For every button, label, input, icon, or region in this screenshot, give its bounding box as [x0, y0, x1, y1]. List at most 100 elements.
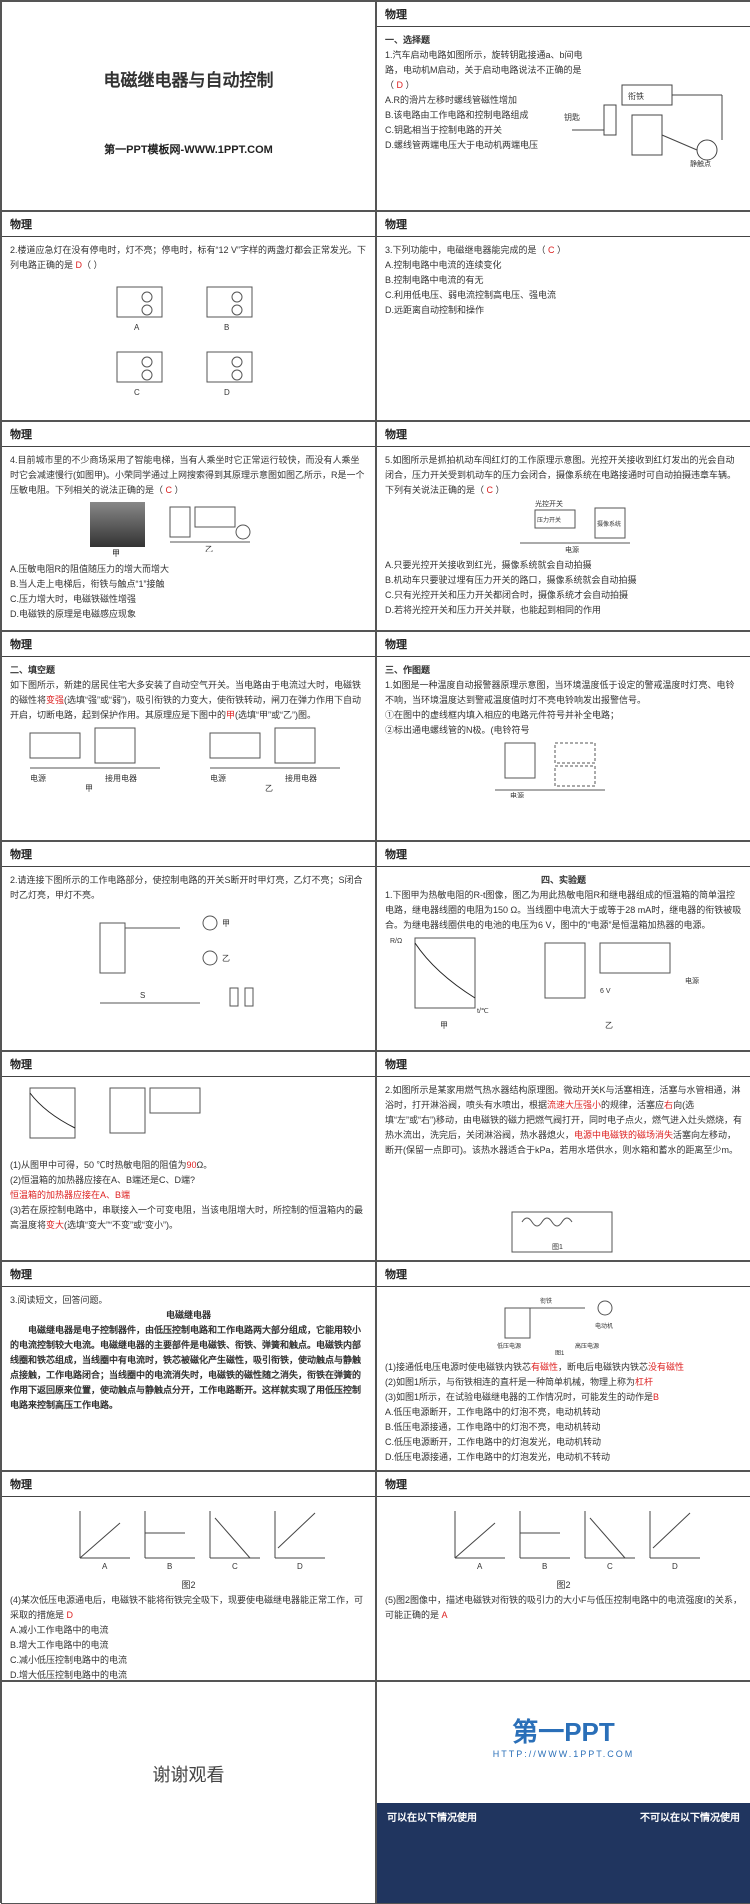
label: 乙	[265, 784, 273, 793]
option: B.当人走上电梯后，衔铁与触点“1”接触	[10, 579, 165, 589]
question-text: 1.汽车启动电路如图所示，旋转钥匙接通a、b间电路，电动机M启动，关于启动电路说…	[385, 50, 583, 90]
q-stem: (选填“变大”“不变”或“变小”)。	[64, 1220, 179, 1230]
q-stem: 2.楼道应急灯在没有停电时，灯不亮；停电时，标有“12 V”字样的两盏灯都会正常…	[10, 245, 367, 270]
label: 钥匙	[564, 112, 580, 122]
slide-subject: 物理	[385, 1269, 407, 1281]
q-stem: (4)某次低压电源通电后，电磁铁不能将衔铁完全吸下，现要使电磁继电器能正常工作，…	[10, 1595, 364, 1620]
figures: 甲 乙	[90, 502, 367, 558]
divider	[377, 1286, 750, 1287]
option-label: A	[134, 323, 140, 332]
axis-label: R/Ω	[390, 938, 402, 945]
graph-options: A B C D	[454, 1511, 700, 1571]
slide-read-q5: 物理 A B C D 图2 (5)图2图像中，描述电磁铁对衔铁的吸引力的大小F与…	[376, 1471, 750, 1681]
divider	[2, 1496, 375, 1497]
option-label: B	[224, 323, 229, 332]
sub-question: (2)恒温箱的加热器应接在A、B端还是C、D端?	[10, 1175, 196, 1185]
options: ①在图中的虚线框内填入相应的电路元件符号并补全电路； ②标出通电螺线管的N极。(…	[385, 708, 742, 738]
elevator-circuit: 乙	[169, 506, 251, 552]
option: D.低压电源接通，工作电路中的灯泡发光，电动机不转动	[385, 1452, 611, 1462]
answer: 有磁性	[531, 1362, 559, 1372]
escalator-photo: 甲	[90, 502, 145, 558]
slide-subject: 物理	[385, 429, 407, 441]
q-stem: (1)从图甲中可得，50 ℃时热敏电阻的阻值为	[10, 1160, 187, 1170]
slide-fill-1: 物理 二、填空题 如下图所示，新建的居民住宅大多安装了自动空气开关。当电路由于电…	[1, 631, 376, 841]
alarm-circuit: 电源	[495, 742, 605, 800]
slide-exp-1: 物理 四、实验题 1.下图甲为热敏电阻的R-t图像，图乙为用此热敏电阻R和继电器…	[376, 841, 750, 1051]
answer: D	[75, 260, 83, 270]
label: 6 V	[600, 988, 611, 995]
question-text: 1.如图是一种温度自动报警器原理示意图，当环境温度低于设定的警戒温度时灯亮、电铃…	[385, 680, 735, 705]
graph-options: A B C D	[79, 1511, 325, 1571]
label: 图1	[555, 1350, 565, 1355]
option-label: D	[672, 1562, 678, 1571]
option: B.机动车只要驶过埋有压力开关的路口，摄像系统就会自动拍摄	[385, 575, 637, 585]
article-title: 电磁继电器	[165, 1310, 211, 1320]
option: D.远距离自动控制和操作	[385, 305, 485, 315]
label: 摄像系统	[597, 520, 621, 528]
usage-allowed-heading: 可以在以下情况使用	[387, 1813, 477, 1824]
circuit-options-diagram: A B C D	[116, 286, 253, 397]
fig-label: 甲	[112, 549, 120, 558]
fig-label: 乙	[605, 1021, 613, 1030]
options: A.控制电路中电流的连续变化 B.控制电路中电流的有无 C.利用低电压、弱电流控…	[385, 258, 742, 318]
answer: C	[165, 485, 173, 495]
label: 高压电源	[575, 1342, 599, 1350]
divider	[2, 656, 375, 657]
slide-read-q4: 物理 A B C D 图2 (4)某次低压电源通电后，电磁铁不能将衔铁完全吸下，…	[1, 1471, 376, 1681]
slide-subject: 物理	[385, 639, 407, 651]
option-label: A	[477, 1562, 483, 1571]
divider	[2, 866, 375, 867]
fig-label: 图1	[552, 1243, 563, 1251]
question-text: 3.下列功能中，电磁继电器能完成的是（ C ）	[385, 245, 567, 255]
slide-subject: 物理	[10, 1059, 32, 1071]
lamp-circuit: 甲 乙 S	[99, 915, 254, 1007]
usage-panel: 可以在以下情况使用 不可以在以下情况使用	[377, 1803, 750, 1903]
slide-subject: 物理	[10, 639, 32, 651]
slide-read: 物理 3.阅读短文，回答问题。 电磁继电器 电磁继电器是电子控制器件，由低压控制…	[1, 1261, 376, 1471]
label: 乙	[222, 954, 230, 963]
option: D.若将光控开关和压力开关并联，也能起到相同的作用	[385, 605, 602, 615]
q-stem: Ω。	[196, 1160, 213, 1170]
sub-question: (3)若在原控制电路中，串联接入一个可变电阻，当该电阻增大时，所控制的恒温箱内的…	[10, 1203, 367, 1233]
q-stem: 2.如图所示是某家用燃气热水器结构原理图。微动开关K与活塞相连，活塞与水管相通，…	[385, 1085, 741, 1110]
option: C.减小低压控制电路中的电流	[10, 1655, 128, 1665]
answer: 变强	[46, 695, 65, 705]
q-stem: kPa，若用水塔供水，则水箱和蓄水的距离至少	[535, 1145, 722, 1155]
thermistor-figures-small	[29, 1087, 201, 1139]
section-title: 三、作图题	[385, 665, 431, 675]
options: A.只要光控开关接收到红光，摄像系统就会自动拍摄 B.机动车只要驶过埋有压力开关…	[385, 558, 742, 618]
option-label: A	[102, 1562, 108, 1571]
slide-q2: 物理 2.楼道应急灯在没有停电时，灯不亮；停电时，标有“12 V”字样的两盏灯都…	[1, 211, 376, 421]
answer: 杠杆	[635, 1377, 654, 1387]
slide-q3: 物理 3.下列功能中，电磁继电器能完成的是（ C ） A.控制电路中电流的连续变…	[376, 211, 750, 421]
section-title: 一、选择题	[385, 35, 431, 45]
answer: D	[66, 1610, 74, 1620]
label: 电动机	[595, 1322, 613, 1330]
divider	[377, 236, 750, 237]
slide-q1: 物理 一、选择题 1.汽车启动电路如图所示，旋转钥匙接通a、b间电路，电动机M启…	[376, 1, 750, 211]
divider	[2, 236, 375, 237]
usage-headings: 可以在以下情况使用 不可以在以下情况使用	[387, 1809, 740, 1824]
option: B.控制电路中电流的有无	[385, 275, 484, 285]
label: 电源	[565, 545, 579, 553]
relay-figure: 衔铁 电动机 低压电源 高压电源 图1	[497, 1297, 613, 1357]
answer: 变大	[46, 1220, 65, 1230]
answer: 没有磁性	[648, 1362, 685, 1372]
fig-label: 图2	[181, 1580, 196, 1590]
sub-question: (1)接通低电压电源时使电磁铁内铁芯有磁性，断电后电磁铁内铁芯没有磁性	[385, 1360, 742, 1375]
slide-subject: 物理	[10, 429, 32, 441]
q-stem: 向	[673, 1100, 683, 1110]
cover-slide: 电磁继电器与自动控制 第一PPT模板网-WWW.1PPT.COM	[1, 1, 376, 211]
article-body: 电磁继电器是电子控制器件，由低压控制电路和工作电路两大部分组成，它能用较小的电流…	[10, 1325, 362, 1410]
q-stem: 3.下列功能中，电磁继电器能完成的是	[385, 245, 537, 255]
divider	[2, 446, 375, 447]
q-stem: (保留一点即可)。该热水器适合于	[403, 1145, 536, 1155]
question-text: (4)某次低压电源通电后，电磁铁不能将衔铁完全吸下，现要使电磁继电器能正常工作，…	[10, 1593, 367, 1623]
slide-q4: 物理 4.目前城市里的不少商场采用了智能电梯，当有人乘坐时它正常运行较快，而没有…	[1, 421, 376, 631]
option: A.减小工作电路中的电流	[10, 1625, 109, 1635]
slide-draw-1: 物理 三、作图题 1.如图是一种温度自动报警器原理示意图，当环境温度低于设定的警…	[376, 631, 750, 841]
divider	[377, 1496, 750, 1497]
divider	[2, 1076, 375, 1077]
answer: 90	[186, 1160, 197, 1170]
